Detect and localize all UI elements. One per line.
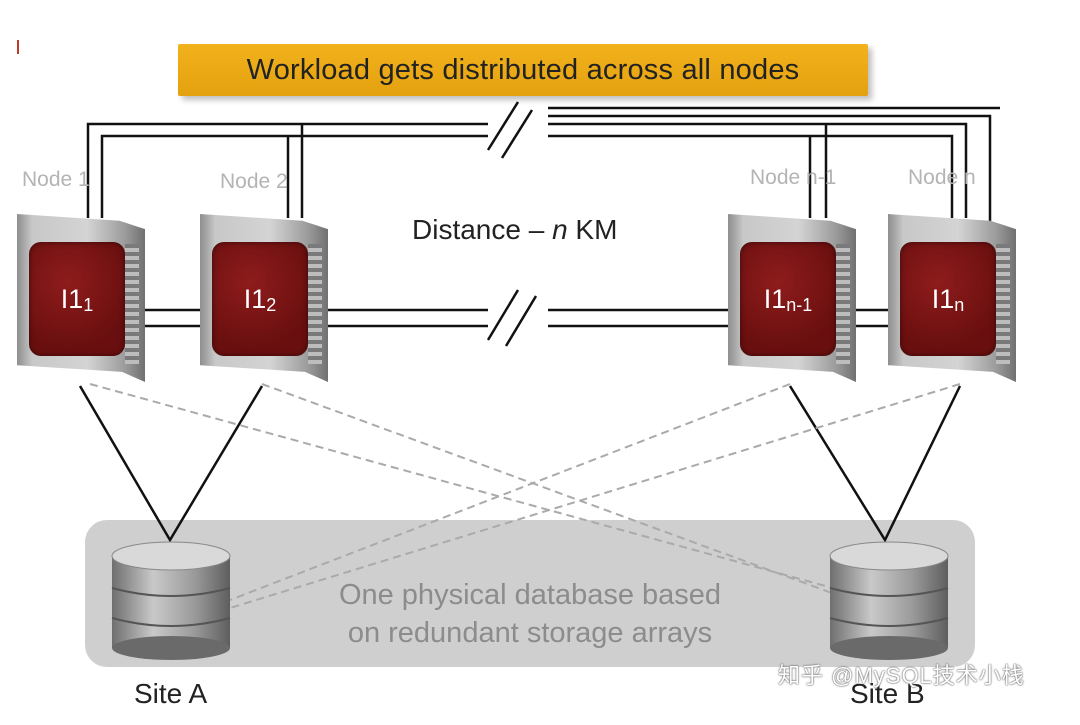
top-interconnect bbox=[86, 101, 1000, 222]
storage-line-2: on redundant storage arrays bbox=[347, 617, 713, 649]
storage-description: One physical database based on redundant… bbox=[260, 576, 800, 652]
corner-mark bbox=[17, 40, 19, 54]
distance-label: Distance – n KM bbox=[412, 214, 617, 246]
storage-line-1: One physical database based bbox=[338, 579, 722, 611]
storage-area bbox=[85, 520, 975, 667]
site-a-label: Site A bbox=[134, 678, 208, 709]
site-b-label: Site B bbox=[850, 678, 925, 709]
workload-banner: Workload gets distributed across all nod… bbox=[178, 44, 868, 96]
database-site-a-icon bbox=[111, 541, 231, 660]
node-label-n: Node n bbox=[908, 166, 976, 189]
watermark: 知乎 @MySQL技术小栈 bbox=[778, 663, 1025, 688]
distance-unit: KM bbox=[567, 214, 618, 245]
database-site-b-icon bbox=[829, 541, 949, 660]
node-label-2: Node 2 bbox=[220, 170, 288, 193]
node-label-1: Node 1 bbox=[22, 168, 90, 191]
mid-interconnect bbox=[142, 289, 890, 347]
distance-var: n bbox=[552, 214, 568, 245]
node-label-n-1: Node n-1 bbox=[750, 166, 837, 189]
distance-prefix: Distance – bbox=[412, 214, 553, 245]
